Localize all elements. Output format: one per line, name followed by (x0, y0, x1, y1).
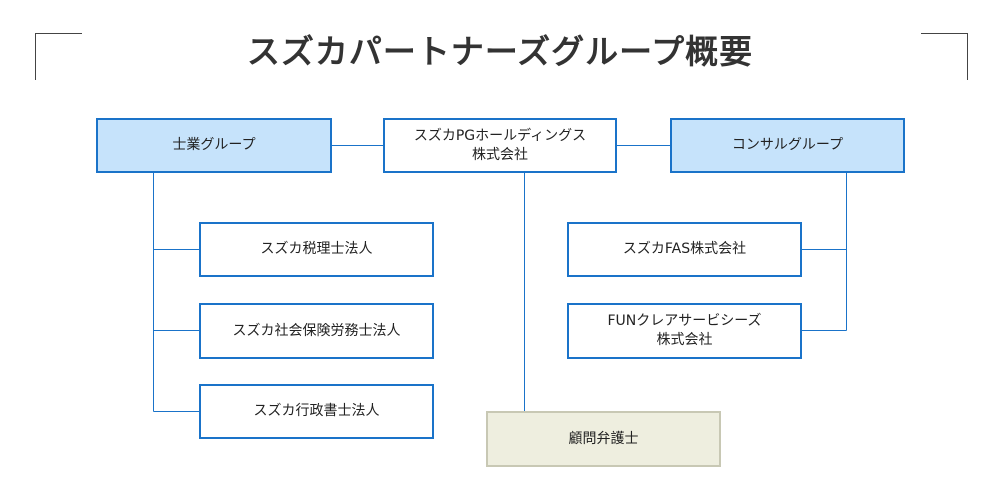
advisor-label: 顧問弁護士 (568, 430, 639, 447)
left-member-label-1: スズカ税理士法人 (260, 241, 373, 257)
right-member-label-2: FUNクレアサービシーズ 株式会社 (607, 313, 762, 348)
page-title: スズカパートナーズグループ概要 (246, 32, 754, 71)
holding-company-label: スズカPGホールディングス 株式会社 (413, 127, 587, 163)
title-bracket-left (35, 33, 82, 80)
right-member-box-1: スズカFAS株式会社 (567, 222, 802, 277)
advisor-box: 顧問弁護士 (486, 411, 721, 467)
left-member-label-2: スズカ社会保険労務士法人 (232, 322, 401, 339)
title-bracket-right (921, 33, 968, 80)
right-member-box-2: FUNクレアサービシーズ 株式会社 (567, 303, 802, 359)
right-group-label: コンサルグループ (731, 137, 844, 153)
left-member-box-2: スズカ社会保険労務士法人 (199, 303, 434, 359)
left-member-box-1: スズカ税理士法人 (199, 222, 434, 277)
left-group-box: 士業グループ (96, 118, 332, 173)
right-member-label-1: スズカFAS株式会社 (622, 241, 747, 257)
left-group-label: 士業グループ (172, 137, 256, 153)
right-group-box: コンサルグループ (670, 118, 905, 173)
left-member-label-3: スズカ行政書士法人 (253, 403, 380, 419)
holding-company-box: スズカPGホールディングス 株式会社 (383, 118, 617, 173)
left-member-box-3: スズカ行政書士法人 (199, 384, 434, 439)
